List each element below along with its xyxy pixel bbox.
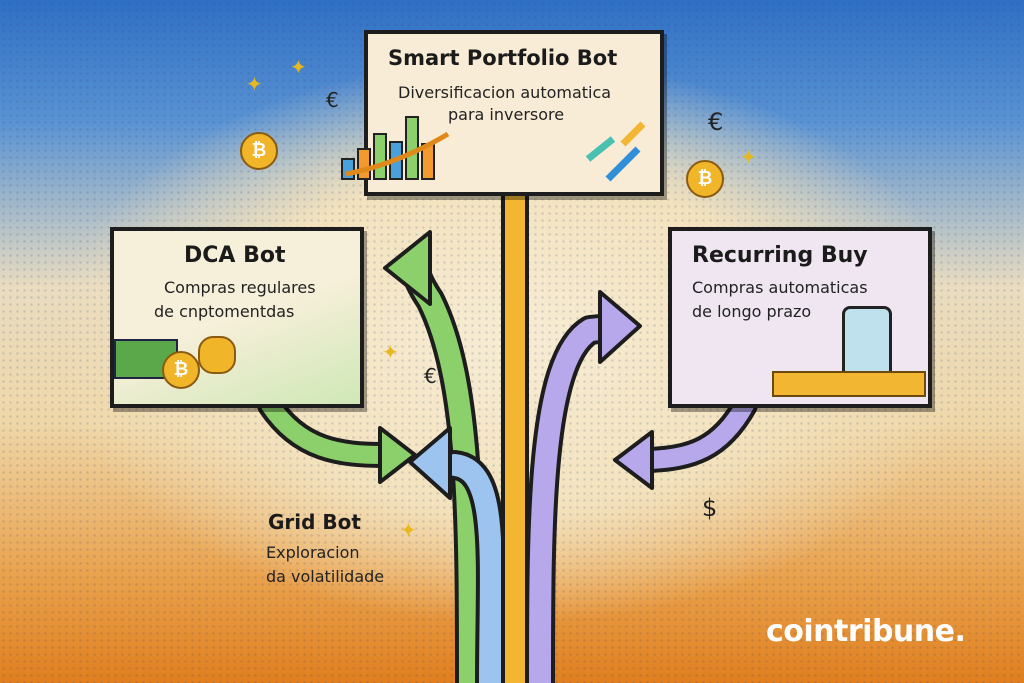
bar-chart-icon <box>341 116 450 180</box>
sparkle-icon: ✦ <box>382 340 399 364</box>
bitcoin-coin-icon: ₿ <box>162 351 200 389</box>
sparkle-icon: ✦ <box>400 518 417 542</box>
wallet-tray-icon <box>772 371 926 397</box>
card-description-line1: Diversificacion automatica <box>398 83 612 102</box>
sparkle-icon: ✦ <box>246 72 263 96</box>
card-title: Smart Portfolio Bot <box>388 46 618 70</box>
grid-bot-description-line2: da volatilidade <box>266 567 385 586</box>
cointribune-logo: cointribune. <box>766 614 966 649</box>
sparkle-icon: ✦ <box>740 145 757 169</box>
card-description-line2: de longo prazo <box>692 302 812 321</box>
sparkle-icon: ✦ <box>290 55 307 79</box>
bitcoin-coin-icon: ₿ <box>240 132 278 170</box>
coin-stack-icon <box>198 336 236 374</box>
euro-symbol: € <box>424 364 437 388</box>
euro-symbol: € <box>326 88 339 112</box>
bitcoin-coin-icon: ₿ <box>686 160 724 198</box>
grid-bot-description-line1: Exploracion <box>266 543 360 562</box>
card-description-line1: Compras automaticas <box>692 278 868 297</box>
card-description-line1: Compras regulares <box>164 278 316 297</box>
euro-symbol: € <box>708 108 724 136</box>
card-recurring-buy: Recurring Buy Compras automaticas de lon… <box>668 227 932 408</box>
trend-arrows-icon <box>585 121 646 182</box>
card-description-line2: para inversore <box>448 105 565 124</box>
grid-bot-title: Grid Bot <box>268 510 361 534</box>
blue-arrowhead <box>408 426 452 500</box>
purple-arrowhead <box>598 290 642 364</box>
card-title: Recurring Buy <box>692 243 868 268</box>
card-description-line2: de cnptomentdas <box>154 302 295 321</box>
green-arrowhead <box>383 230 432 306</box>
dollar-symbol: $ <box>702 494 718 522</box>
card-smart-portfolio: Smart Portfolio Bot Diversificacion auto… <box>341 30 664 196</box>
card-title: DCA Bot <box>184 243 286 268</box>
card-dca: DCA Bot Compras regulares de cnptomentda… <box>110 227 364 408</box>
